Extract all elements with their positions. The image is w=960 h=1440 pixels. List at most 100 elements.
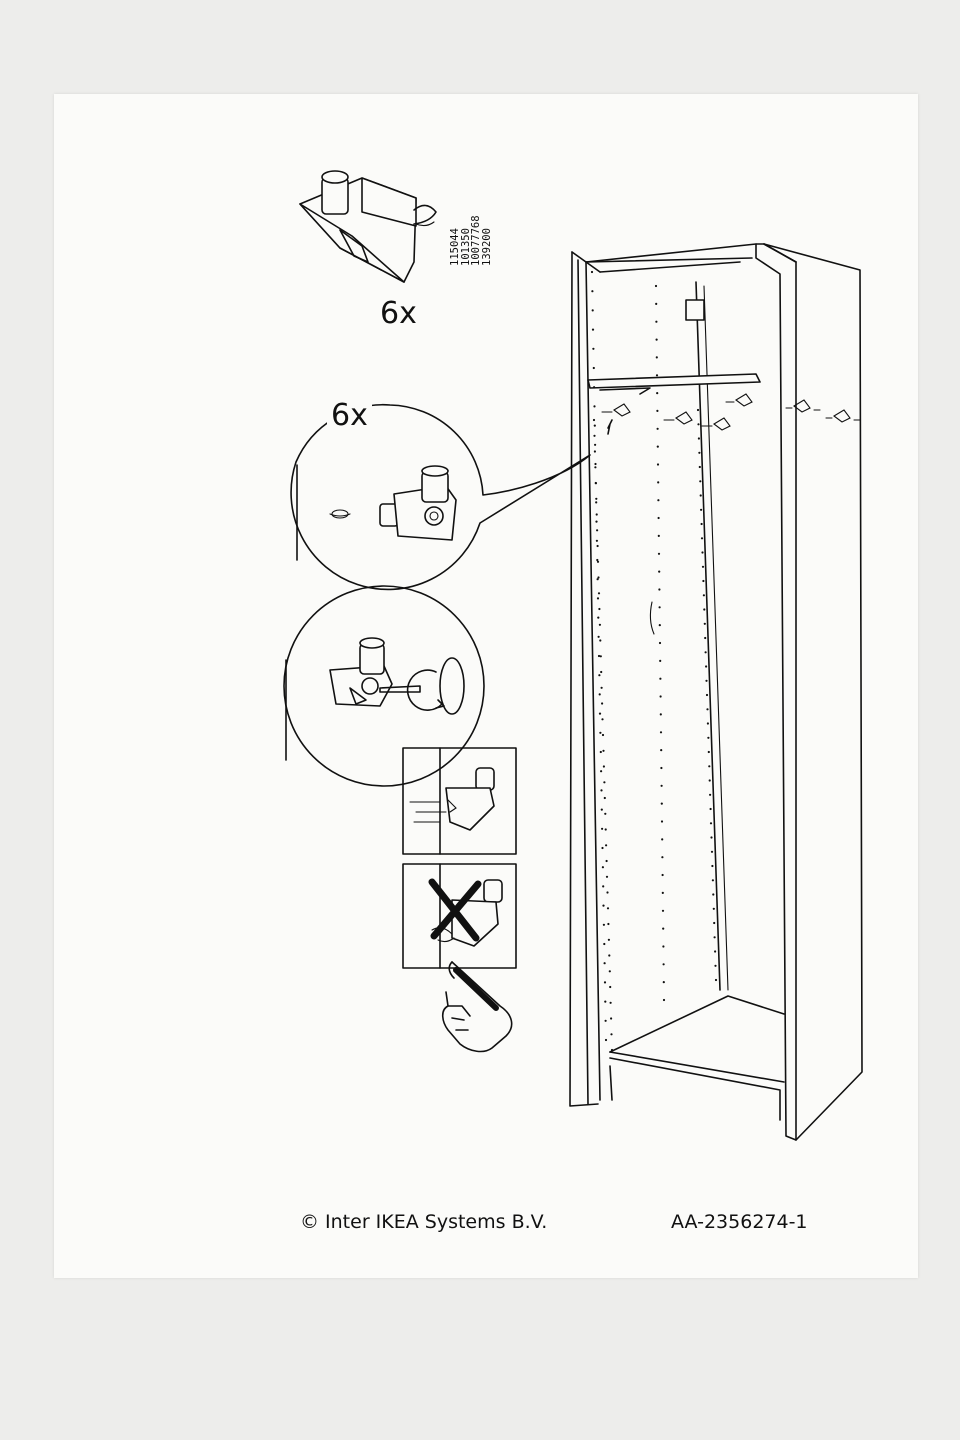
pin-hole xyxy=(594,443,597,446)
pin-hole xyxy=(597,616,600,619)
pin-hole xyxy=(610,1033,613,1036)
pin-hole xyxy=(590,270,594,274)
pin-hole xyxy=(602,749,605,752)
pin-hole xyxy=(603,942,606,946)
pin-hole xyxy=(604,1038,608,1042)
pin-hole xyxy=(595,501,598,504)
pin-hole xyxy=(603,981,607,984)
pin-hole xyxy=(714,950,717,953)
part-number: 115044 xyxy=(449,228,461,266)
pin-hole xyxy=(592,418,596,422)
pin-hole xyxy=(601,827,604,830)
correct-mount-icon xyxy=(402,747,517,855)
pin-hole xyxy=(654,284,658,288)
pin-hole xyxy=(659,677,662,680)
pin-hole xyxy=(600,808,603,811)
pin-hole xyxy=(599,639,602,642)
pin-hole xyxy=(702,594,706,597)
pin-hole xyxy=(655,356,658,359)
pin-hole xyxy=(662,963,665,966)
pin-hole xyxy=(599,731,602,734)
pin-hole xyxy=(608,970,611,973)
pin-hole xyxy=(709,822,713,825)
pin-hole xyxy=(660,784,663,787)
pin-hole xyxy=(592,366,595,370)
part-number: 10077768 xyxy=(470,215,482,266)
pin-hole xyxy=(709,793,712,796)
pin-hole xyxy=(657,481,660,484)
pin-hole xyxy=(698,451,701,454)
pin-hole xyxy=(598,712,602,715)
pin-hole xyxy=(659,731,663,734)
pin-hole xyxy=(708,765,711,768)
pin-hole xyxy=(593,386,596,389)
pin-hole xyxy=(655,320,658,323)
pin-hole xyxy=(699,480,702,483)
pin-hole xyxy=(596,578,599,581)
pin-hole xyxy=(706,708,709,711)
pin-hole xyxy=(658,624,661,627)
pin-hole xyxy=(595,513,598,516)
pin-hole xyxy=(610,1048,614,1052)
pin-hole xyxy=(599,750,602,754)
pin-hole xyxy=(657,552,661,555)
pin-hole xyxy=(660,766,663,770)
pin-hole xyxy=(705,665,708,668)
pin-hole xyxy=(705,693,709,697)
pin-hole xyxy=(656,392,659,395)
pointing-hand-icon xyxy=(441,961,513,1053)
pin-hole xyxy=(659,659,662,663)
pin-hole xyxy=(660,749,663,752)
pin-hole xyxy=(601,733,605,737)
pin-hole xyxy=(610,1017,613,1020)
pin-hole xyxy=(714,964,717,967)
pin-hole xyxy=(600,686,603,689)
pin-hole xyxy=(660,802,663,805)
pin-hole xyxy=(593,434,596,437)
pin-hole xyxy=(606,891,609,894)
pin-hole xyxy=(701,565,705,568)
pin-hole xyxy=(656,427,659,430)
pin-hole xyxy=(591,309,594,312)
pin-hole xyxy=(609,1001,612,1004)
pin-hole xyxy=(711,879,715,882)
pin-hole xyxy=(593,424,596,427)
pin-hole xyxy=(658,606,661,609)
pin-hole xyxy=(703,622,706,625)
pin-hole xyxy=(596,558,599,562)
shelf-support-icon xyxy=(299,170,437,283)
pin-hole xyxy=(699,494,702,497)
pin-hole xyxy=(704,636,707,640)
pin-hole xyxy=(698,465,701,469)
pin-hole xyxy=(662,998,666,1002)
pin-hole xyxy=(598,623,602,626)
pin-hole xyxy=(705,679,708,682)
pin-hole xyxy=(662,945,665,948)
pin-hole xyxy=(696,408,700,412)
pin-hole xyxy=(601,718,604,721)
pin-hole xyxy=(712,893,715,896)
pin-hole xyxy=(606,907,610,910)
pin-hole xyxy=(597,654,601,658)
pin-hole xyxy=(601,846,604,850)
pin-hole xyxy=(603,781,606,784)
pin-hole xyxy=(661,891,664,895)
pin-hole xyxy=(656,463,660,466)
pin-hole xyxy=(602,885,605,888)
pin-hole xyxy=(659,713,662,716)
pin-hole xyxy=(597,576,600,579)
pin-hole xyxy=(700,537,704,540)
pin-hole xyxy=(594,481,597,485)
pin-hole xyxy=(660,820,664,823)
quantity-top-label: 6x xyxy=(380,296,417,331)
pin-hole xyxy=(662,927,665,930)
pin-hole xyxy=(655,302,658,305)
pin-hole xyxy=(604,1000,607,1003)
pin-hole xyxy=(603,796,606,800)
pin-hole xyxy=(656,445,659,448)
pin-hole xyxy=(712,907,715,910)
pin-hole xyxy=(595,520,598,523)
pin-hole xyxy=(700,522,703,526)
pin-hole xyxy=(600,770,603,773)
pin-hole xyxy=(714,978,718,982)
